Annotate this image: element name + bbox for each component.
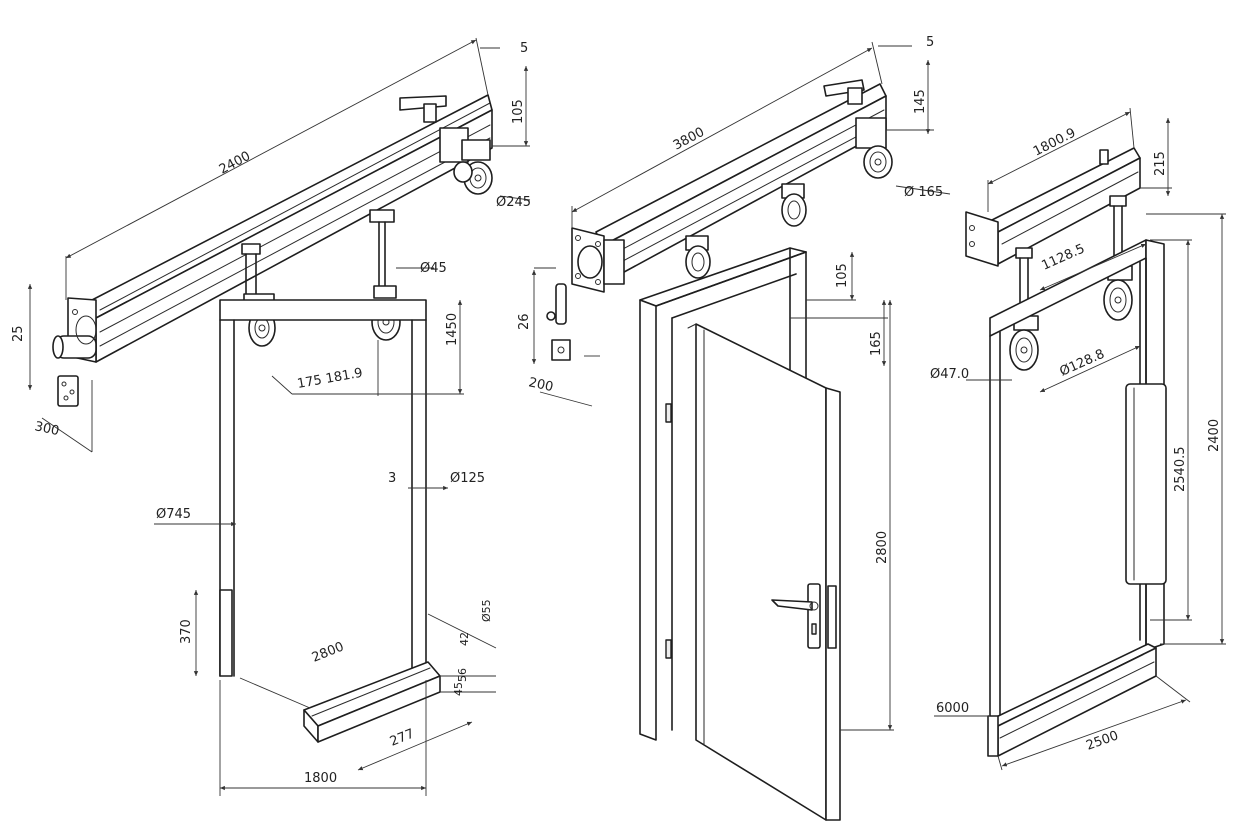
middle-frame-depth-label: 165	[869, 331, 884, 356]
middle-arm-height-label: 26	[517, 313, 532, 330]
left-hanger-wheel-dia-label: Ø45	[420, 261, 447, 276]
middle-door-height-label: 2800	[875, 531, 890, 564]
left-guide-length-label: 2800	[310, 639, 346, 665]
middle-overhead-rail	[546, 83, 887, 361]
left-opening-width-label: 1800	[304, 771, 337, 786]
middle-trolley-2	[781, 183, 807, 227]
middle-assembly: 3800 5 145 Ø 165 26 200 105 165 2800	[517, 35, 951, 821]
right-door-panel	[987, 239, 1167, 757]
left-assembly: 2400 5 105 Ø245 25 300 Ø45 1450 175 181.…	[11, 37, 531, 796]
left-shaft-size-label: 25	[11, 325, 26, 342]
left-end-offset-label: 5	[520, 41, 528, 56]
left-mount-plate	[57, 375, 79, 407]
right-rail-length-label: 1800.9	[1031, 126, 1078, 160]
left-wheel-spacing-label: 175 181.9	[296, 366, 364, 392]
right-wheel-span-label: Ø128.8	[1058, 347, 1107, 380]
right-hanger-spacing-label: 1128.5	[1040, 241, 1088, 273]
left-plate-offset-label: 300	[33, 419, 60, 439]
right-panel-height-label: 2400	[1207, 419, 1222, 452]
middle-rail-length-label: 3800	[671, 125, 707, 154]
left-guide-width-label: 277	[388, 727, 417, 750]
left-bracket-height-label: 105	[511, 99, 526, 124]
left-post-dia-label: Ø125	[450, 471, 485, 486]
left-door-frame	[219, 299, 427, 677]
middle-wheel-dia-label: Ø 165	[904, 185, 943, 200]
left-wheel-dia-label: Ø245	[496, 195, 531, 210]
left-dimensions	[27, 37, 531, 796]
right-bracket-height-label: 215	[1153, 151, 1168, 176]
left-guide-a-label: Ø55	[480, 599, 493, 622]
right-base-width-label: 2500	[1084, 728, 1120, 753]
right-inner-height-label: 2540.5	[1173, 447, 1188, 493]
middle-trolley-1	[685, 235, 711, 279]
middle-door-leaf	[687, 323, 841, 821]
left-stop-height-label: 370	[179, 619, 194, 644]
middle-dimensions	[531, 41, 951, 731]
middle-bracket-height-label: 145	[913, 89, 928, 114]
right-wheel-dia-label: Ø47.0	[930, 367, 969, 382]
left-gap-label: 3	[388, 471, 396, 486]
left-guide-c-label: 56	[456, 668, 469, 682]
door-handle[interactable]	[771, 583, 837, 649]
right-assembly: 1800.9 215 1128.5 Ø47.0 Ø128.8 2540.5 24…	[930, 107, 1226, 771]
middle-frame-top-label: 105	[835, 263, 850, 288]
right-base-offset-label: 6000	[936, 701, 969, 716]
left-floor-guide	[303, 661, 441, 743]
left-frame-dia-label: Ø745	[156, 507, 191, 522]
right-dimensions	[934, 107, 1226, 771]
left-guide-d-label: 45	[452, 682, 465, 696]
left-guide-b-label: 42	[458, 632, 471, 646]
middle-end-offset-label: 5	[926, 35, 934, 50]
left-rail-length-label: 2400	[217, 149, 253, 178]
left-hanger-drop-label: 1450	[445, 313, 460, 346]
middle-arm-offset-label: 200	[527, 375, 554, 395]
